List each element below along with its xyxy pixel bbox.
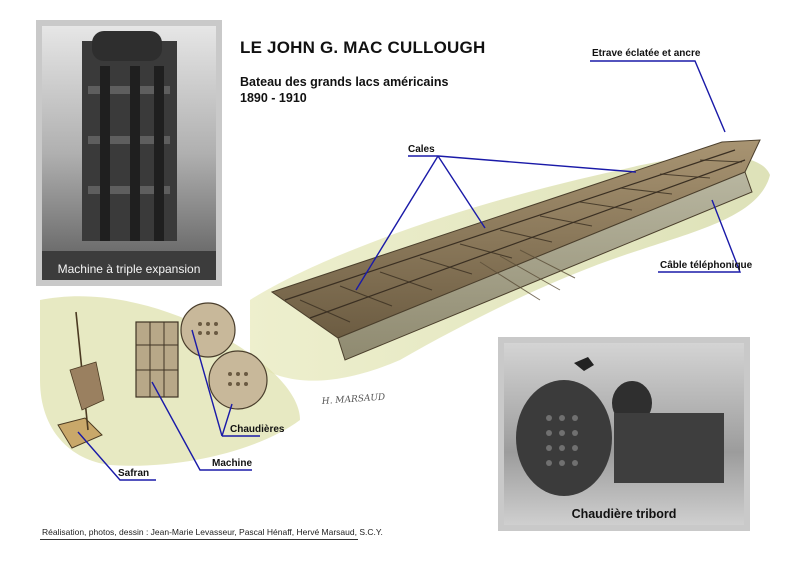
- photo-boiler: Chaudière tribord: [504, 343, 744, 525]
- rudder-drawing: [57, 417, 103, 449]
- hull-side: [337, 171, 753, 361]
- label-chaudieres: Chaudières: [230, 424, 285, 435]
- photo-boiler-image: [504, 343, 744, 525]
- label-machine: Machine: [212, 458, 253, 469]
- signature: H. MARSAUD: [321, 393, 386, 407]
- photo-machine-frame: Machine à triple expansion: [36, 20, 222, 286]
- machine-drawing: [135, 321, 179, 398]
- label-cales: Cales: [408, 144, 435, 155]
- photo-machine: Machine à triple expansion: [42, 26, 216, 280]
- photo-boiler-caption: Chaudière tribord: [571, 507, 677, 521]
- boiler-1: [180, 302, 236, 358]
- hull-deck: [270, 139, 761, 339]
- boiler-2: [208, 350, 268, 410]
- photo-machine-caption: Machine à triple expansion: [57, 262, 201, 276]
- credits-underline: [40, 539, 358, 540]
- label-cable: Câble téléphonique: [660, 260, 753, 271]
- label-etrave: Etrave éclatée et ancre: [592, 48, 701, 59]
- page-subtitle: Bateau des grands lacs américains 1890 -…: [240, 74, 448, 106]
- label-safran: Safran: [118, 468, 150, 479]
- credits: Réalisation, photos, dessin : Jean-Marie…: [42, 527, 383, 537]
- photo-machine-image: [42, 26, 216, 280]
- callout-lines: [77, 60, 742, 481]
- photo-boiler-frame: Chaudière tribord: [498, 337, 750, 531]
- subtitle-line-1: Bateau des grands lacs américains: [240, 75, 449, 89]
- page-title: LE JOHN G. MAC CULLOUGH: [240, 38, 486, 57]
- subtitle-line-2: 1890 - 1910: [240, 91, 307, 105]
